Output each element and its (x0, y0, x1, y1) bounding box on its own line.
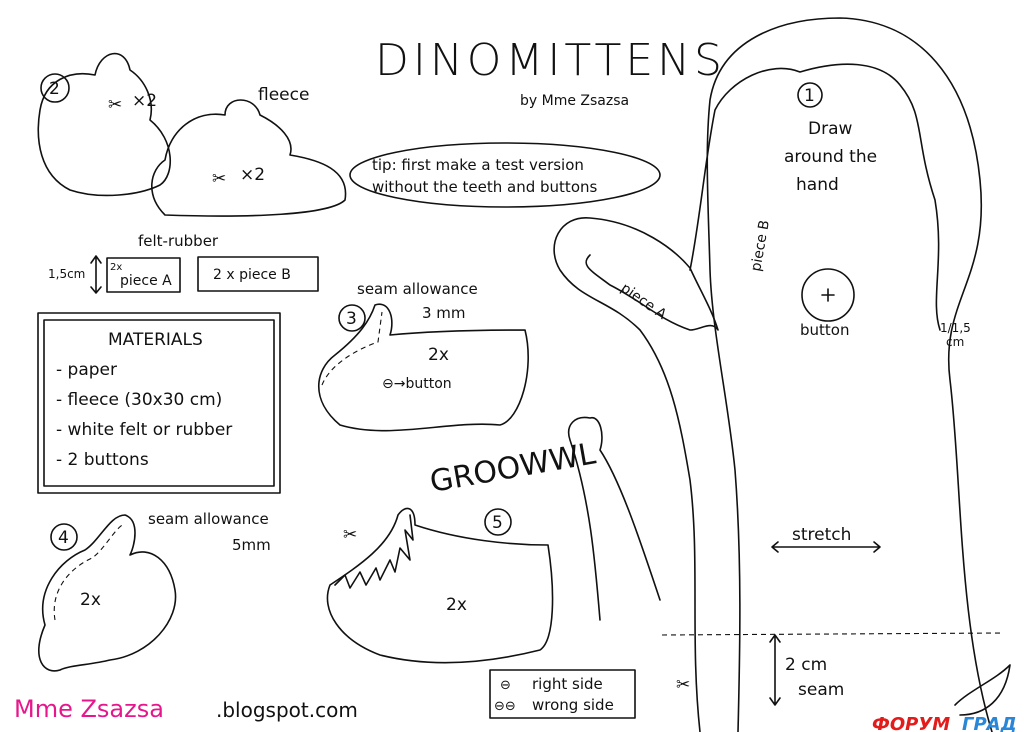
count-label: 2x (80, 590, 101, 610)
brand-name: Mme Zsazsa (14, 695, 164, 723)
felt-label: felt-rubber (138, 232, 219, 250)
count-label: 2x (446, 595, 467, 615)
step-5-number: 5 (492, 513, 503, 533)
growl-text: GROOWWL (427, 436, 598, 500)
piece-a-count: 2x (110, 262, 122, 273)
count-label: ×2 (240, 165, 265, 185)
piece-a-box (106, 257, 181, 293)
seam-line (321, 311, 383, 386)
count-label: 2x (428, 345, 449, 365)
width-unit: cm (946, 335, 964, 349)
materials-item: - paper (56, 360, 117, 380)
width-label: 1/1,5 (940, 321, 971, 335)
watermark: ФОРУМ (872, 714, 950, 732)
materials-box-inner (43, 319, 275, 487)
piece-b-box (197, 256, 319, 292)
teeth (334, 514, 414, 589)
seam-label: seam (798, 680, 844, 700)
height-arrow-icon (90, 255, 102, 294)
step-2-number: 2 (49, 79, 60, 99)
scissors-icon: ✂ (212, 169, 226, 189)
step-2-circle (40, 73, 70, 103)
felt-height: 1,5cm (48, 267, 85, 281)
tip-line-1: tip: first make a test version (372, 156, 584, 174)
seam-label: seam allowance (357, 280, 478, 298)
pattern-neck-line (689, 63, 941, 331)
seam-arrow-icon (769, 634, 781, 706)
pattern-outline (706, 17, 993, 732)
plus-icon (821, 288, 835, 302)
seam-label: seam allowance (148, 510, 269, 528)
mitten-piece-3 (317, 303, 529, 432)
mitten-piece-4 (38, 514, 177, 672)
byline: by Mme Zsazsa (520, 93, 629, 109)
fabric-label: fleece (258, 85, 309, 105)
right-side-icon: ⊖ (500, 678, 511, 693)
seam-value: 5mm (232, 536, 271, 554)
materials-heading: MATERIALS (108, 330, 203, 350)
button-label: button (800, 321, 849, 339)
step-1-number: 1 (804, 86, 815, 106)
step-4-number: 4 (58, 528, 69, 548)
seam-line (53, 523, 125, 621)
brand-domain: .blogspot.com (216, 698, 358, 722)
mitten-piece-5 (326, 507, 554, 664)
title: DINOMITTENS (375, 35, 726, 86)
stretch-label: stretch (792, 525, 851, 545)
piece-a-label: piece A (120, 273, 172, 289)
step-3-number: 3 (346, 309, 357, 329)
step-3-circle (338, 304, 366, 332)
draw-label: around the (784, 147, 877, 167)
legend-box (489, 669, 636, 719)
scissors-icon: ✂ (108, 95, 122, 115)
wrong-side-icon: ⊖⊖ (494, 699, 516, 714)
scissors-icon: ✂ (343, 525, 357, 545)
materials-item: - white felt or rubber (56, 420, 232, 440)
tip-line-2: without the teeth and buttons (372, 178, 598, 196)
scissors-icon: ✂ (676, 675, 690, 695)
step-1-circle (797, 82, 823, 108)
piece-b-label: 2 x piece B (213, 267, 291, 283)
legend-right: right side (532, 675, 603, 693)
legend-wrong: wrong side (532, 696, 614, 714)
materials-box-outer (37, 312, 281, 494)
tip-bubble (349, 142, 661, 208)
piece-b-label: piece B (748, 219, 773, 273)
mitten-piece-2 (151, 99, 347, 217)
count-label: ×2 (132, 91, 157, 111)
step-5-circle (484, 508, 512, 536)
button-note: ⊖→button (382, 376, 452, 392)
dino-tail (954, 664, 1011, 716)
seam-fold-line (661, 632, 1005, 636)
materials-item: - fleece (30x30 cm) (56, 390, 222, 410)
seam-value: 3 mm (422, 304, 466, 322)
mitten-piece-1 (37, 52, 171, 197)
pattern-jaw-line (553, 217, 719, 732)
step-4-circle (50, 523, 78, 551)
seam-width: 2 cm (785, 655, 827, 675)
materials-item: - 2 buttons (56, 450, 149, 470)
draw-label: hand (796, 175, 839, 195)
watermark: ГРАД (962, 714, 1017, 732)
draw-label: Draw (808, 119, 852, 139)
button-circle (801, 268, 855, 322)
stretch-arrow-icon (771, 541, 881, 553)
dino-neck (568, 416, 661, 621)
